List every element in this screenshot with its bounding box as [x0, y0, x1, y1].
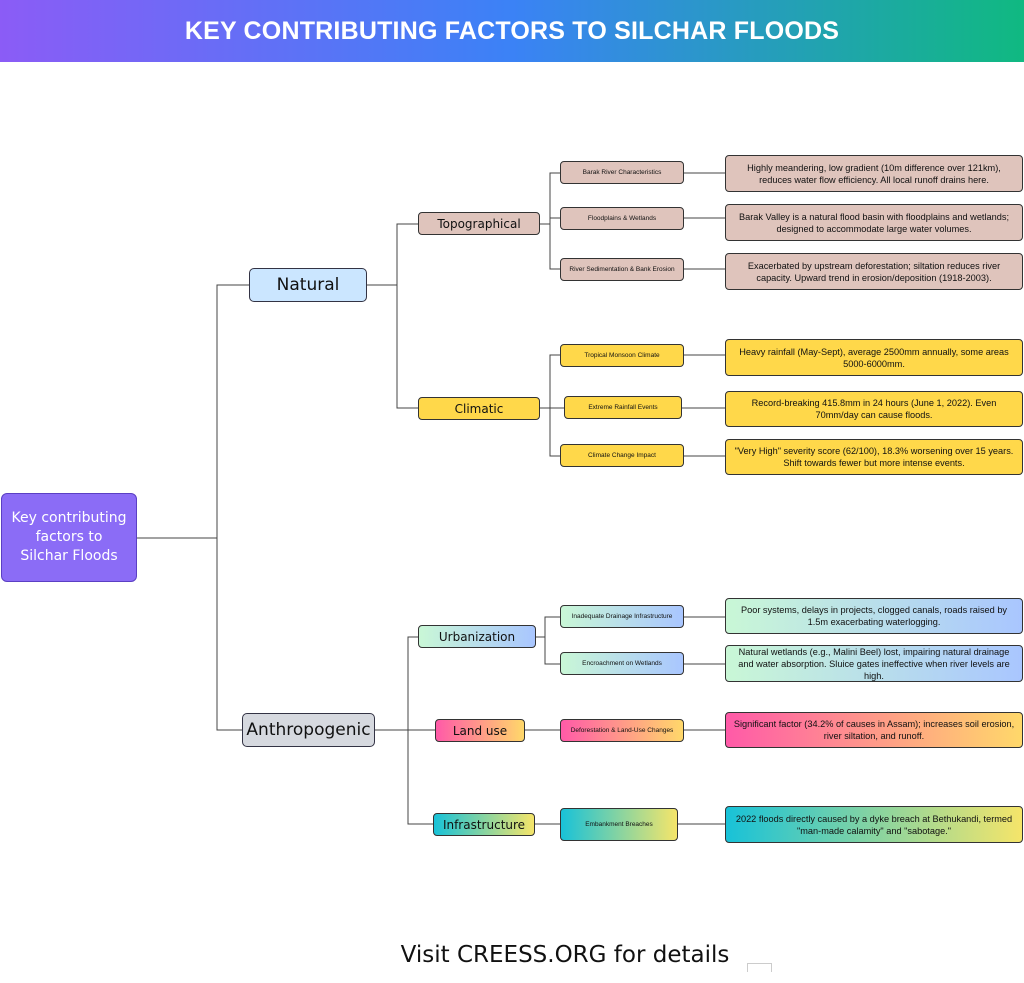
infrastructure-node: Infrastructure	[433, 813, 535, 836]
connector-root-natural	[137, 284, 249, 539]
embankment-node: Embankment Breaches	[560, 808, 678, 841]
connector-anthro-infrastructure	[375, 729, 433, 825]
climate-change-node: Climate Change Impact	[560, 444, 684, 467]
connector-topo-3	[540, 223, 560, 270]
connector-urban-2	[536, 636, 560, 665]
anthropogenic-node: Anthropogenic	[242, 713, 375, 747]
deforestation-node: Deforestation & Land-Use Changes	[560, 719, 684, 742]
topographical-node: Topographical	[418, 212, 540, 235]
detail-drainage: Poor systems, delays in projects, clogge…	[725, 598, 1023, 634]
detail-embankment: 2022 floods directly caused by a dyke br…	[725, 806, 1023, 843]
barak-river-node: Barak River Characteristics	[560, 161, 684, 184]
connector-clim-3	[540, 407, 560, 457]
detail-floodplains: Barak Valley is a natural flood basin wi…	[725, 204, 1023, 241]
drainage-node: Inadequate Drainage Infrastructure	[560, 605, 684, 628]
root-node: Key contributing factors to Silchar Floo…	[1, 493, 137, 582]
detail-deforestation: Significant factor (34.2% of causes in A…	[725, 712, 1023, 748]
connector-urban-1	[536, 616, 560, 638]
connector-topo-1	[540, 172, 560, 225]
connector-root-anthropogenic	[137, 537, 242, 731]
connector-anthro-urbanization	[375, 636, 418, 731]
land-use-node: Land use	[435, 719, 525, 742]
natural-node: Natural	[249, 268, 367, 302]
detail-extreme-rainfall: Record-breaking 415.8mm in 24 hours (Jun…	[725, 391, 1023, 427]
connector-clim-1	[540, 354, 560, 409]
detail-barak-river: Highly meandering, low gradient (10m dif…	[725, 155, 1023, 192]
wetland-encroachment-node: Encroachment on Wetlands	[560, 652, 684, 675]
connector-natural-climatic	[367, 284, 418, 409]
detail-sedimentation: Exacerbated by upstream deforestation; s…	[725, 253, 1023, 290]
connector-topo-2	[540, 217, 560, 225]
title-banner: KEY CONTRIBUTING FACTORS TO SILCHAR FLOO…	[0, 0, 1024, 62]
footer-link-text[interactable]: Visit CREESS.ORG for details	[400, 942, 730, 968]
page-title: KEY CONTRIBUTING FACTORS TO SILCHAR FLOO…	[184, 16, 840, 45]
detail-climate-change: "Very High" severity score (62/100), 18.…	[725, 439, 1023, 475]
monsoon-node: Tropical Monsoon Climate	[560, 344, 684, 367]
detail-wetland-encroachment: Natural wetlands (e.g., Malini Beel) los…	[725, 645, 1023, 682]
footer-decoration	[747, 963, 772, 972]
floodplains-node: Floodplains & Wetlands	[560, 207, 684, 230]
urbanization-node: Urbanization	[418, 625, 536, 648]
connector-natural-topographical	[367, 223, 418, 286]
detail-monsoon: Heavy rainfall (May-Sept), average 2500m…	[725, 339, 1023, 376]
extreme-rainfall-node: Extreme Rainfall Events	[564, 396, 682, 419]
sedimentation-node: River Sedimentation & Bank Erosion	[560, 258, 684, 281]
climatic-node: Climatic	[418, 397, 540, 420]
